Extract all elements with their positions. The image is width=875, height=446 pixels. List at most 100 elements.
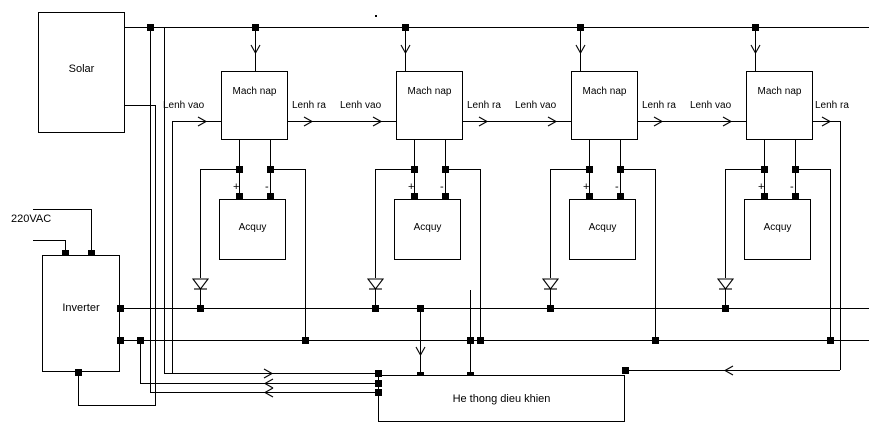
battery-terminal-plus-4 (761, 193, 768, 200)
diode-lead-top-1 (200, 271, 201, 278)
solar-feed-module-1 (255, 27, 256, 71)
arrow-right-icon (372, 116, 383, 127)
battery-lead-minus-2 (445, 169, 446, 199)
battery-rail-right-1 (305, 169, 306, 340)
battery-rail-right-3 (655, 169, 656, 340)
command-in-label-1: Lenh vao (163, 100, 205, 111)
junction-dot (827, 337, 834, 344)
battery-rail-right-top-4 (795, 169, 830, 170)
battery-block-4: Acquy (744, 199, 811, 260)
charger-to-battery-plus-1 (239, 140, 240, 169)
battery-rail-right-4 (830, 169, 831, 340)
battery-terminal-plus-3 (586, 193, 593, 200)
controller-return-line (625, 370, 840, 371)
arrow-right-icon (478, 116, 489, 127)
battery-terminal-minus-4 (792, 193, 799, 200)
controller-block: He thong dieu khien (378, 375, 625, 422)
command-out-label-1: Lenh ra (292, 100, 326, 111)
junction-dot (722, 305, 729, 312)
junction-dot (477, 337, 484, 344)
arrow-left-icon (723, 365, 734, 376)
junction-dot (372, 305, 379, 312)
solar-feed-module-4 (755, 27, 756, 71)
controller-feed-line-2 (140, 383, 378, 384)
solar-to-inverter-return (78, 405, 156, 406)
solar-panel-label: Solar (68, 63, 95, 75)
inverter-bottom-lead (78, 372, 79, 405)
battery-plus-label-4: + (758, 181, 765, 193)
battery-rail-left-4 (725, 169, 726, 271)
charger-to-battery-minus-2 (445, 140, 446, 169)
command-out-return-4 (840, 121, 841, 370)
junction-dot (147, 24, 154, 31)
diode-lead-bottom-4 (725, 289, 726, 308)
inverter-terminal-ac-l (88, 250, 95, 257)
command-out-label-3: Lenh ra (642, 100, 676, 111)
command-out-line-2 (463, 121, 571, 122)
charger-label: Mach nap (582, 86, 627, 97)
battery-lead-minus-4 (795, 169, 796, 199)
solar-feed-module-3 (580, 27, 581, 71)
arrow-down-icon (415, 346, 426, 357)
arrow-down-icon (575, 44, 586, 55)
charger-module-3: Mach nap (571, 71, 638, 140)
arrow-right-icon (303, 116, 314, 127)
arrow-right-icon (547, 116, 558, 127)
battery-rail-right-2 (480, 169, 481, 340)
command-out-label-4: Lenh ra (815, 100, 849, 111)
arrow-right-icon (263, 368, 274, 379)
battery-terminal-minus-2 (442, 193, 449, 200)
ac-line-neutral-drop (65, 240, 66, 255)
solar-lower-lead-drop (155, 105, 156, 405)
controller-terminal-left-0 (375, 370, 382, 377)
solar-feed-module-2 (405, 27, 406, 71)
controller-sense-line-b (470, 290, 471, 375)
arrow-down-icon (250, 44, 261, 55)
battery-rail-left-top-1 (200, 169, 239, 170)
battery-terminal-minus-3 (617, 193, 624, 200)
diode-lead-top-2 (375, 271, 376, 278)
stray-dot-artifact (375, 15, 377, 17)
ac-line-neutral (33, 240, 65, 241)
arrow-right-icon (722, 116, 733, 127)
command-in-line-1 (172, 121, 221, 122)
command-in-riser-1 (172, 121, 173, 373)
battery-minus-label-2: - (440, 181, 444, 193)
diode-lead-top-3 (550, 271, 551, 278)
arrow-right-icon (197, 116, 208, 127)
arrow-left-icon (263, 378, 274, 389)
arrow-right-icon (653, 116, 664, 127)
battery-terminal-minus-1 (267, 193, 274, 200)
battery-rail-left-1 (200, 169, 201, 271)
charger-to-battery-plus-4 (764, 140, 765, 169)
diode-lead-bottom-1 (200, 289, 201, 308)
battery-lead-minus-1 (270, 169, 271, 199)
battery-block-1: Acquy (219, 199, 286, 260)
battery-minus-label-4: - (790, 181, 794, 193)
charger-to-battery-minus-3 (620, 140, 621, 169)
dc-bus-negative (120, 340, 869, 341)
battery-rail-right-top-1 (270, 169, 305, 170)
command-in-label-3: Lenh vao (515, 100, 557, 111)
charger-to-battery-minus-1 (270, 140, 271, 169)
charger-to-battery-minus-4 (795, 140, 796, 169)
controller-label: He thong dieu khien (452, 392, 551, 405)
controller-sense-line-a (420, 308, 421, 375)
command-out-line-3 (638, 121, 746, 122)
command-in-label-4: Lenh vao (690, 100, 732, 111)
control-wire-a (164, 27, 165, 373)
battery-minus-label-1: - (265, 181, 269, 193)
command-in-label-2: Lenh vao (340, 100, 382, 111)
controller-terminal-left-1 (375, 380, 382, 387)
command-out-line-4 (813, 121, 840, 122)
diode-lead-top-4 (725, 271, 726, 278)
dc-bus-positive (120, 308, 869, 309)
battery-lead-plus-2 (414, 169, 415, 199)
controller-terminal-left-2 (375, 389, 382, 396)
inverter-block: Inverter (42, 255, 120, 372)
battery-lead-plus-4 (764, 169, 765, 199)
battery-minus-label-3: - (615, 181, 619, 193)
charger-label: Mach nap (407, 86, 452, 97)
charger-label: Mach nap (757, 86, 802, 97)
